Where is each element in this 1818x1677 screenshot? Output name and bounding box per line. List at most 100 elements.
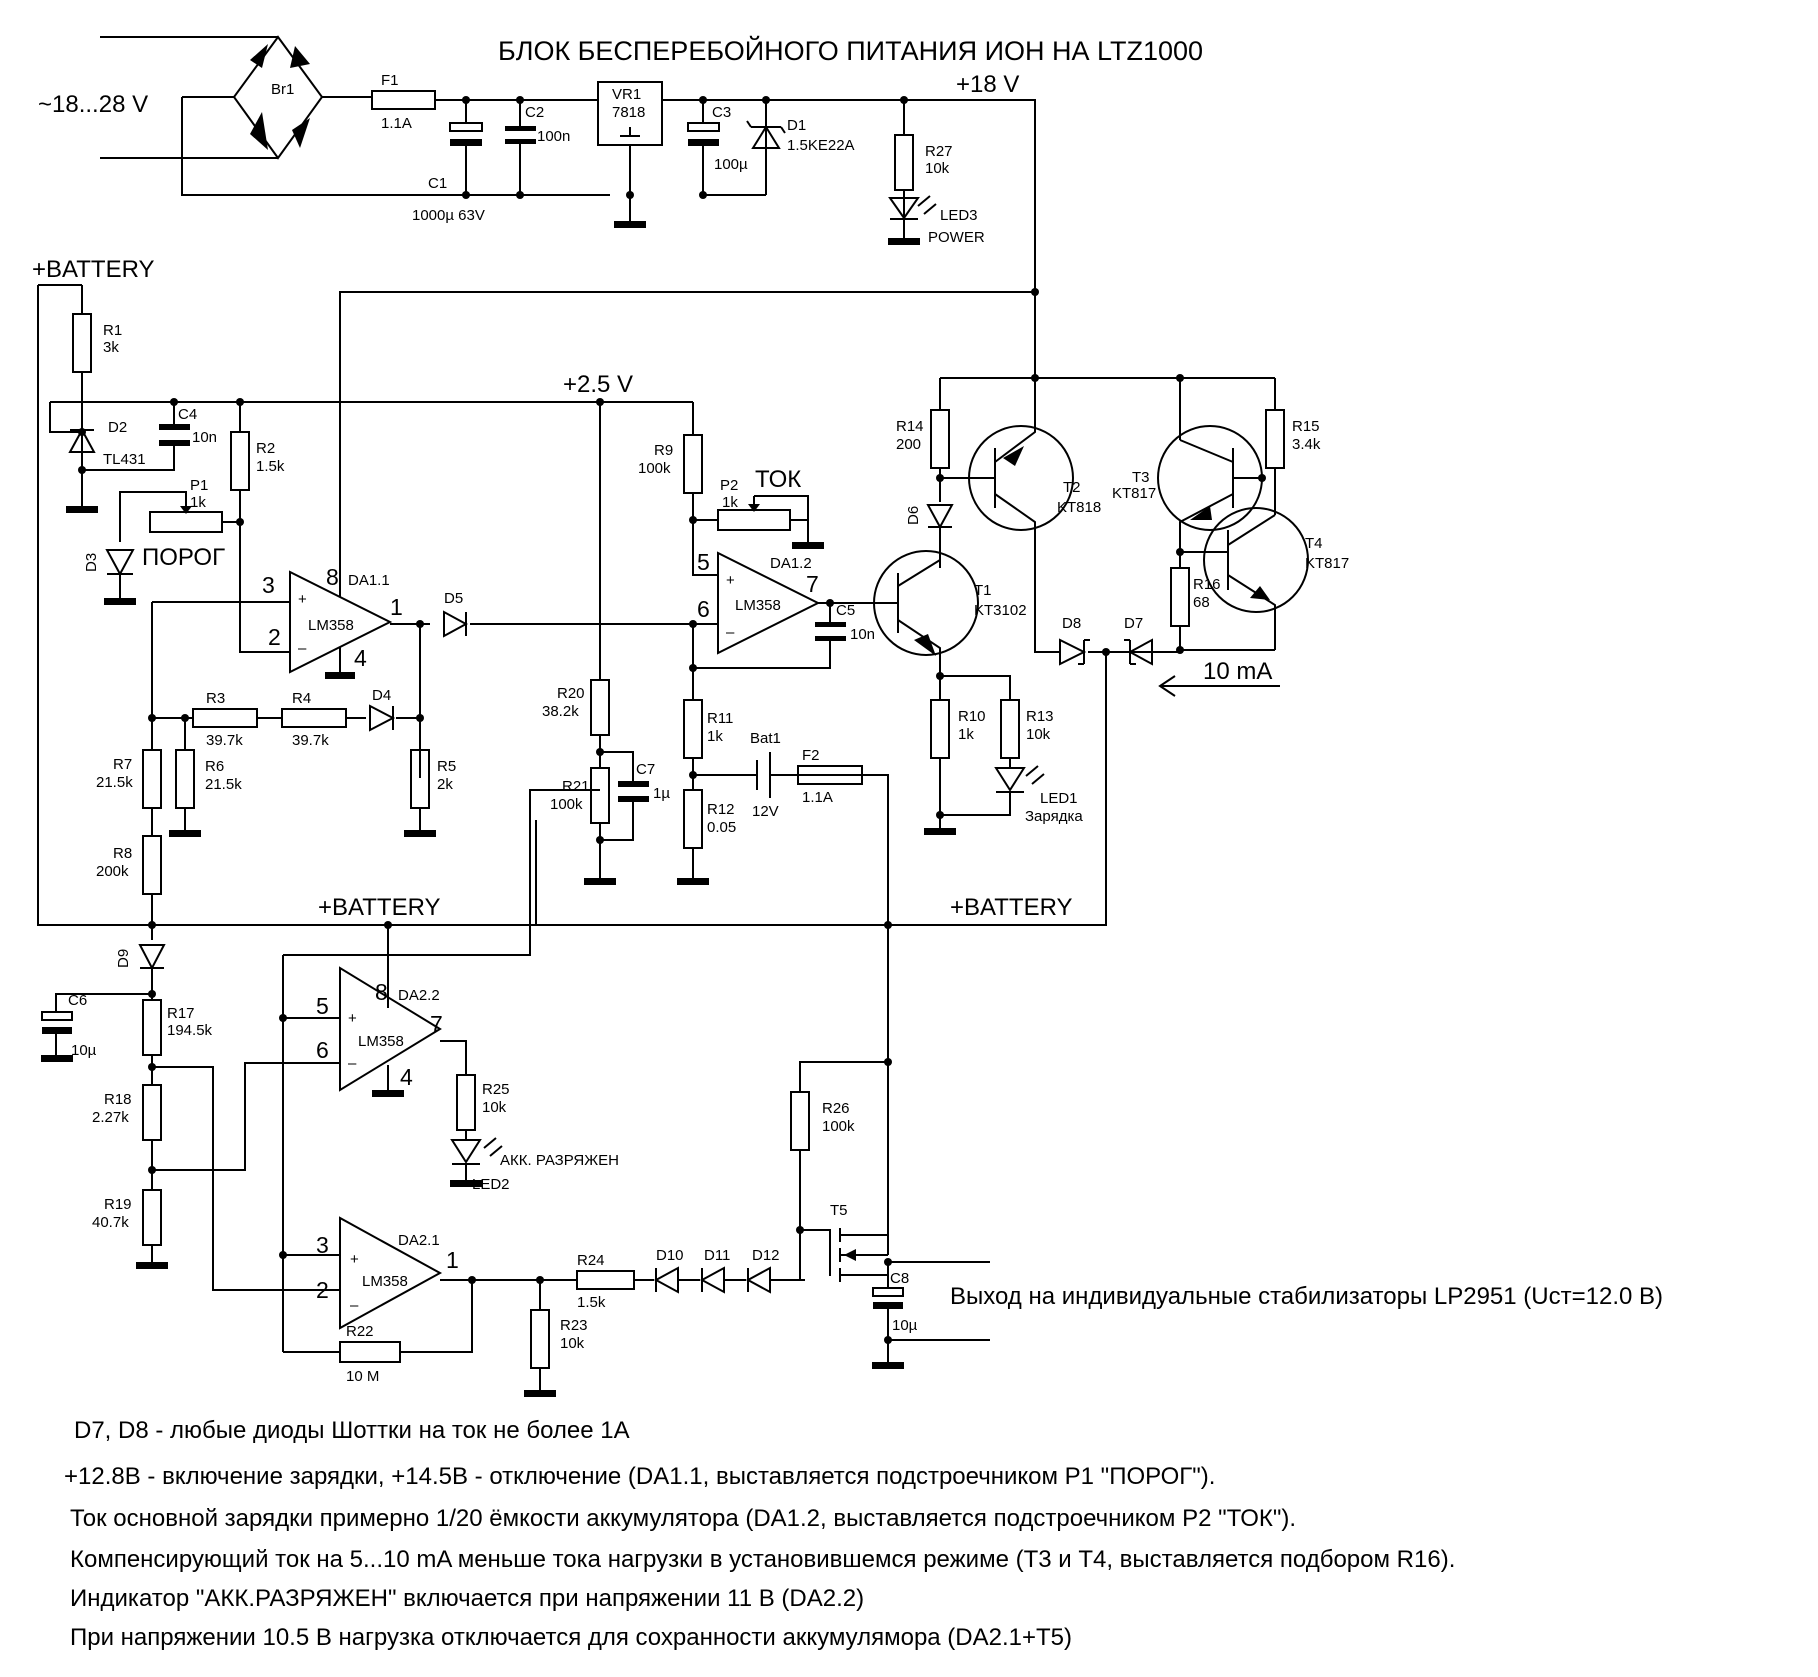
r8-value: 200k [96,863,129,880]
bat1-value: 12V [752,803,779,820]
r5-ref: R5 [437,758,456,775]
r1-value: 3k [103,339,119,356]
note-5: Индикатор "АКК.РАЗРЯЖЕН" включается при … [70,1585,864,1612]
da2-1-pin1: 1 [446,1247,459,1273]
r15-ref: R15 [1292,418,1320,435]
c3-ref: C3 [712,104,731,121]
svg-text:–: – [726,624,735,641]
c2-value: 100n [537,128,570,145]
battery-rail-label-right: +BATTERY [950,894,1072,921]
r3-value: 39.7k [206,732,243,749]
r13-ref: R13 [1026,708,1054,725]
battery-rail-label-top: +BATTERY [32,256,154,283]
r9-ref: R9 [654,442,673,459]
r19-ref: R19 [104,1196,132,1213]
t3-ref: T3 [1132,469,1150,486]
r3-ref: R3 [206,690,225,707]
t3-value: KT817 [1112,485,1156,502]
vr1-ref: VR1 [612,86,641,103]
schematic-title: БЛОК БЕСПЕРЕБОЙНОГО ПИТАНИЯ ИОН НА LTZ10… [498,35,1203,66]
rail-2v5-label: +2.5 V [563,371,633,398]
r11-value: 1k [707,728,723,745]
d11-ref: D11 [704,1247,730,1264]
r12-value: 0.05 [707,819,736,836]
transistor-section: R14 200 D6 T2 KT818 T1 KT3102 R10 1k R1 [873,290,1349,900]
r6-value: 21.5k [205,776,242,793]
r24-ref: R24 [577,1252,605,1269]
c3-value: 100µ [714,156,748,173]
bridge-rectifier-br1: Br1 [181,35,610,196]
r4-ref: R4 [292,690,311,707]
r13-value: 10k [1026,726,1051,743]
da2-1-ref: DA2.1 [398,1232,440,1249]
da2-1-chip: LM358 [362,1273,408,1290]
da2-2-pin8: 8 [375,979,388,1005]
svg-text:–: – [350,1297,359,1314]
da2-2-pin6: 6 [316,1037,329,1063]
battery-rail-label-mid: +BATTERY [318,894,440,921]
c7-ref: C7 [636,761,655,778]
r17-value: 194.5k [167,1022,213,1039]
c6-value: 10µ [71,1042,97,1059]
opamp-da1-1: + – LM358 DA1.1 3 2 8 4 1 D5 R3 39.7k R4… [96,288,1039,940]
t2-value: KT818 [1057,499,1101,516]
r25-ref: R25 [482,1081,510,1098]
vr1-value: 7818 [612,104,645,121]
r26-value: 100k [822,1118,855,1135]
r23-ref: R23 [560,1317,588,1334]
da1-2-pin5: 5 [697,549,710,575]
r27-ref: R27 [925,143,953,160]
d3-ref: D3 [83,553,100,572]
c5-ref: C5 [836,602,855,619]
c8-value: 10µ [892,1317,918,1334]
led1-value: Зарядка [1025,808,1083,825]
da2-2-pin5: 5 [316,993,329,1019]
r2-value: 1.5k [256,458,285,475]
t4-value: KT817 [1305,555,1349,572]
r26-ref: R26 [822,1100,850,1117]
f1-ref: F1 [381,72,399,89]
bat1-ref: Bat1 [750,730,781,747]
note-4: Компенсирующий ток на 5...10 mA меньше т… [70,1546,1455,1573]
t4-ref: T4 [1305,535,1323,552]
r18-value: 2.27k [92,1109,129,1126]
led1-ref: LED1 [1040,790,1078,807]
r19-value: 40.7k [92,1214,129,1231]
d10-ref: D10 [656,1247,684,1264]
da1-1-pin3: 3 [262,572,275,598]
r4-value: 39.7k [292,732,329,749]
r22-value: 10 M [346,1368,379,1385]
power-input-section: ~18...28 V Br1 F1 1.1A C1 1000µ 63V C2 1… [38,35,1036,290]
r16-ref: R16 [1193,576,1221,593]
r21-ref: R21 [562,778,590,795]
d4-ref: D4 [372,687,391,704]
p1-ref: P1 [190,477,208,494]
r14-ref: R14 [896,418,924,435]
da1-1-ref: DA1.1 [348,572,390,589]
d5-ref: D5 [444,590,463,607]
da1-2-chip: LM358 [735,597,781,614]
t5-ref: T5 [830,1202,848,1219]
r18-ref: R18 [104,1091,132,1108]
c8-ref: C8 [890,1270,909,1287]
c1-ref: C1 [428,175,447,192]
f1-value: 1.1A [381,115,412,132]
r22-ref: R22 [346,1323,374,1340]
note-2: +12.8В - включение зарядки, +14.5В - отк… [64,1463,1215,1490]
discharge-protection-section: +BATTERY +BATTERY D9 C6 10µ R17 194.5k R… [41,789,1663,1397]
r10-ref: R10 [958,708,986,725]
d6-ref: D6 [905,506,922,525]
r11-ref: R11 [707,710,733,727]
led2-value: АКК. РАЗРЯЖЕН [500,1152,619,1169]
r7-value: 21.5k [96,774,133,791]
r5-value: 2k [437,776,453,793]
da2-2-ref: DA2.2 [398,987,440,1004]
t1-value: KT3102 [974,602,1027,619]
c4-value: 10n [192,429,217,446]
c1-value: 1000µ 63V [412,207,485,224]
r8-ref: R8 [113,845,132,862]
r17-ref: R17 [167,1005,195,1022]
da2-1-pin3: 3 [316,1232,329,1258]
c2-ref: C2 [525,104,544,121]
r9-value: 100k [638,460,671,477]
